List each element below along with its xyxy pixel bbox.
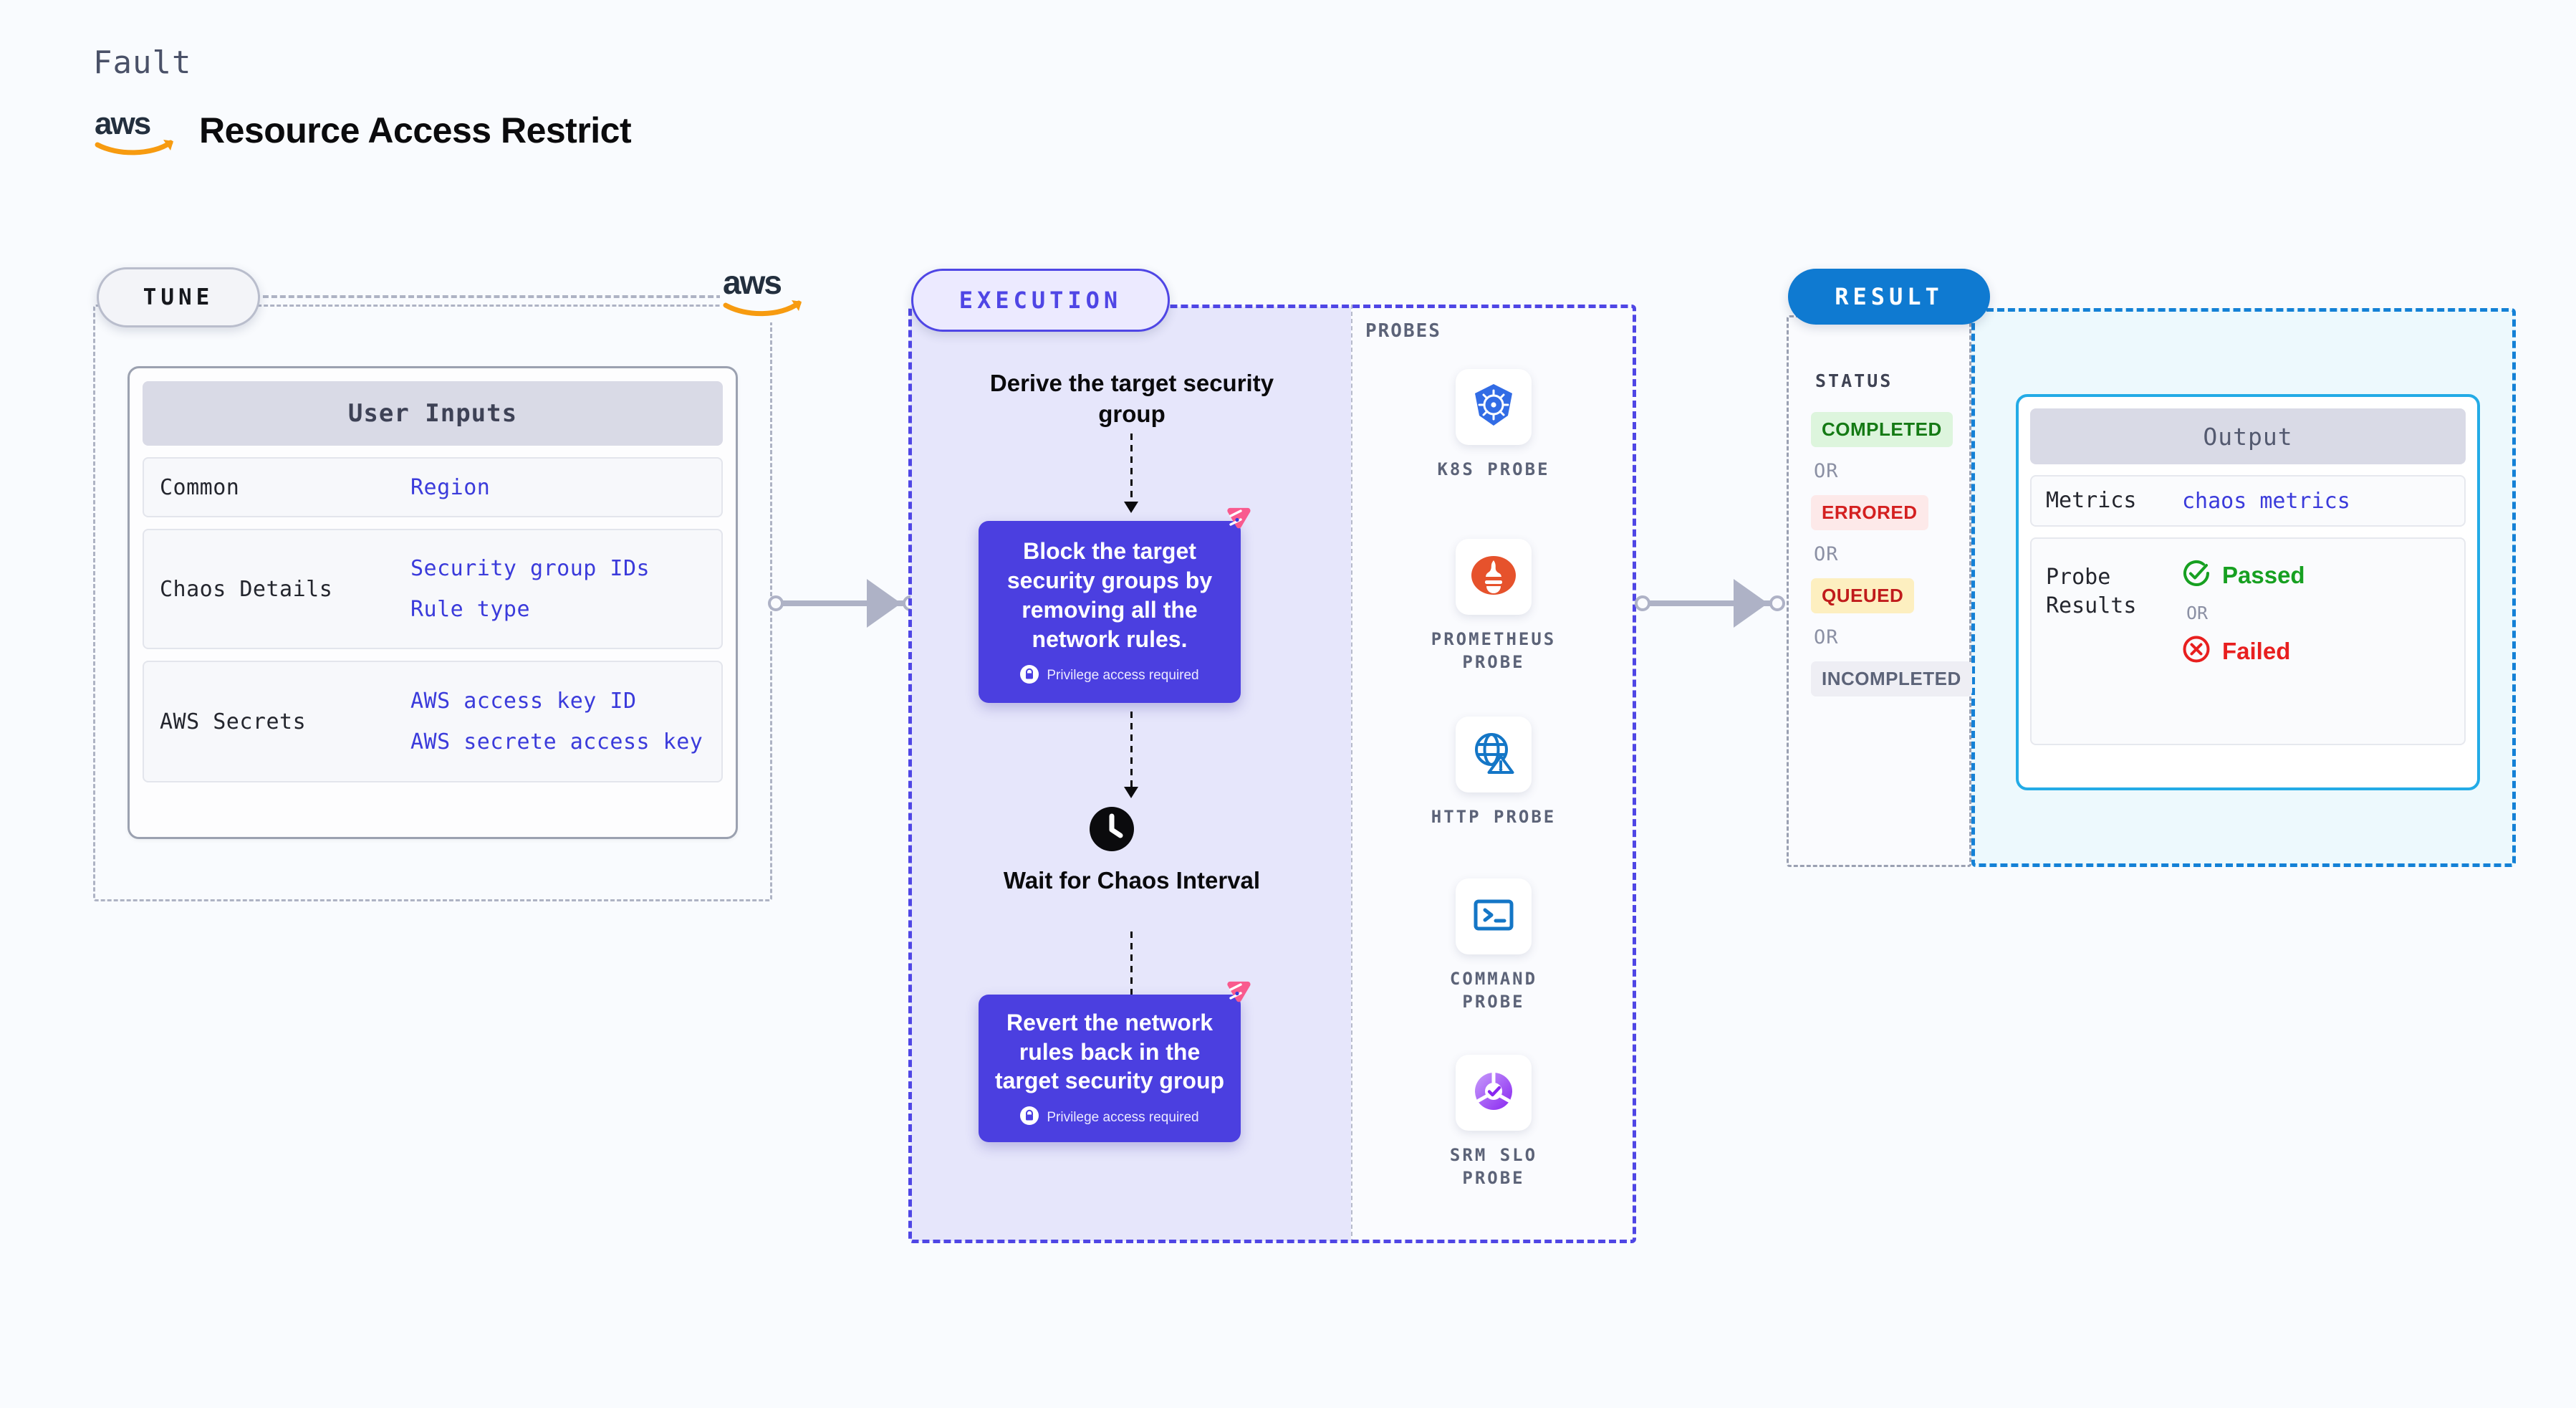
or-label: OR	[1814, 460, 1839, 482]
arrow-derive-to-block	[1130, 434, 1133, 505]
status-section-label: STATUS	[1815, 370, 1893, 391]
lock-icon	[1020, 664, 1039, 687]
check-circle-icon	[2182, 559, 2211, 591]
output-row-label: Metrics	[2046, 488, 2137, 514]
output-row-label: Probe Results	[2046, 565, 2137, 618]
lock-icon	[1020, 1106, 1039, 1129]
page-title: Resource Access Restrict	[199, 110, 632, 150]
execution-pill[interactable]: EXECUTION	[911, 269, 1170, 332]
or-label: OR	[1814, 626, 1839, 648]
or-label: OR	[1814, 543, 1839, 565]
execution-card-block[interactable]: Block the target security groups by remo…	[979, 507, 1251, 703]
probe-label: SRM SLO PROBE	[1449, 1145, 1538, 1189]
status-badge-incompleted: INCOMPLETED	[1811, 661, 1972, 696]
probe-result-label: Failed	[2222, 637, 2291, 664]
probe-result-passed: Passed	[2182, 559, 2305, 591]
tune-top-dashed-line	[254, 295, 731, 298]
arrow-head-icon	[1124, 787, 1138, 798]
probe-label: PROMETHEUS PROBE	[1431, 629, 1557, 673]
http-globe-warning-icon	[1469, 729, 1518, 781]
output-row-value[interactable]: chaos metrics	[2182, 488, 2350, 514]
probe-item-srm-slo[interactable]: SRM SLO PROBE	[1422, 1055, 1565, 1190]
arrow-block-to-wait	[1130, 712, 1133, 790]
srm-slo-icon	[1470, 1068, 1517, 1119]
row-label: AWS Secrets	[160, 709, 307, 734]
execution-card-revert[interactable]: Revert the network rules back in the tar…	[979, 981, 1251, 1142]
prometheus-icon	[1469, 551, 1518, 603]
row-values: Security group IDs Rule type	[410, 556, 650, 622]
probe-result-label: Passed	[2222, 561, 2305, 588]
privilege-label: Privilege access required	[1047, 1109, 1199, 1125]
or-label: OR	[2186, 603, 2209, 623]
tune-pill[interactable]: TUNE	[97, 267, 260, 327]
execution-region	[908, 305, 1636, 1243]
card-title: Revert the network rules back in the tar…	[994, 1009, 1225, 1094]
card-title: Block the target security groups by remo…	[1006, 538, 1213, 652]
row-values: AWS access key ID AWS secrete access key	[410, 689, 703, 755]
probe-result-values: Passed OR Failed	[2182, 550, 2305, 667]
harness-logo-icon	[1219, 980, 1254, 1011]
user-input-row-common: Common Region	[143, 457, 723, 517]
clock-icon	[1090, 807, 1134, 851]
svg-text:aws: aws	[95, 106, 150, 141]
terminal-icon	[1470, 891, 1517, 942]
privilege-note: Privilege access required	[1020, 664, 1199, 687]
probe-item-prometheus[interactable]: PROMETHEUS PROBE	[1422, 539, 1565, 674]
step-wait-label: Wait for Chaos Interval	[1003, 867, 1261, 894]
svg-text:aws: aws	[723, 264, 781, 301]
page-header: Fault aws Resource Access Restrict	[93, 44, 632, 157]
row-label: Chaos Details	[160, 576, 333, 602]
aws-logo-icon: aws	[720, 259, 804, 322]
aws-logo-icon: aws	[93, 104, 178, 157]
output-row-metrics: Metrics chaos metrics	[2030, 475, 2466, 527]
probe-tile	[1456, 369, 1532, 445]
output-card: Output Metrics chaos metrics Probe Resul…	[2016, 394, 2480, 790]
status-list: COMPLETED OR ERRORED OR QUEUED OR INCOMP…	[1811, 412, 1976, 696]
row-label: Common	[160, 474, 240, 500]
privilege-label: Privilege access required	[1047, 668, 1199, 684]
probes-section-label: PROBES	[1365, 320, 1441, 342]
arrow-wait-to-revert	[1130, 932, 1133, 1003]
probe-item-command[interactable]: COMMAND PROBE	[1422, 878, 1565, 1014]
probe-item-http[interactable]: HTTP PROBE	[1422, 717, 1565, 828]
output-card-title: Output	[2030, 408, 2466, 464]
harness-logo-icon	[1219, 506, 1254, 537]
user-inputs-title: User Inputs	[143, 381, 723, 446]
status-badge-queued: QUEUED	[1811, 578, 1915, 613]
user-input-row-aws-secrets: AWS Secrets AWS access key ID AWS secret…	[143, 661, 723, 782]
x-circle-icon	[2182, 635, 2211, 667]
probe-tile	[1456, 878, 1532, 954]
row-value[interactable]: Rule type	[410, 597, 531, 622]
probe-tile	[1456, 1055, 1532, 1131]
user-inputs-card: User Inputs Common Region Chaos Details …	[128, 366, 738, 839]
row-values: Region	[410, 475, 490, 500]
result-pill[interactable]: RESULT	[1788, 269, 1990, 325]
row-value[interactable]: AWS secrete access key	[410, 729, 703, 755]
row-value[interactable]: Region	[410, 474, 491, 500]
status-badge-errored: ERRORED	[1811, 495, 1928, 530]
probe-label: K8S PROBE	[1437, 459, 1550, 479]
probe-tile	[1456, 717, 1532, 792]
title-row: aws Resource Access Restrict	[93, 104, 632, 157]
row-value[interactable]: Security group IDs	[410, 556, 650, 581]
probe-result-failed: Failed	[2182, 635, 2305, 667]
user-input-row-chaos-details: Chaos Details Security group IDs Rule ty…	[143, 529, 723, 649]
output-row-probe-results: Probe Results Passed OR	[2030, 537, 2466, 745]
eyebrow-label: Fault	[93, 44, 192, 81]
step-derive-label: Derive the target security group	[989, 370, 1274, 427]
privilege-note: Privilege access required	[1020, 1106, 1199, 1129]
probe-label: HTTP PROBE	[1431, 807, 1557, 827]
status-badge-completed: COMPLETED	[1811, 412, 1953, 447]
kubernetes-icon	[1469, 381, 1518, 434]
probe-tile	[1456, 539, 1532, 615]
arrow-head-icon	[1124, 502, 1138, 513]
row-value[interactable]: AWS access key ID	[410, 689, 637, 714]
probe-item-k8s[interactable]: K8S PROBE	[1422, 369, 1565, 481]
probe-label: COMMAND PROBE	[1449, 969, 1538, 1012]
